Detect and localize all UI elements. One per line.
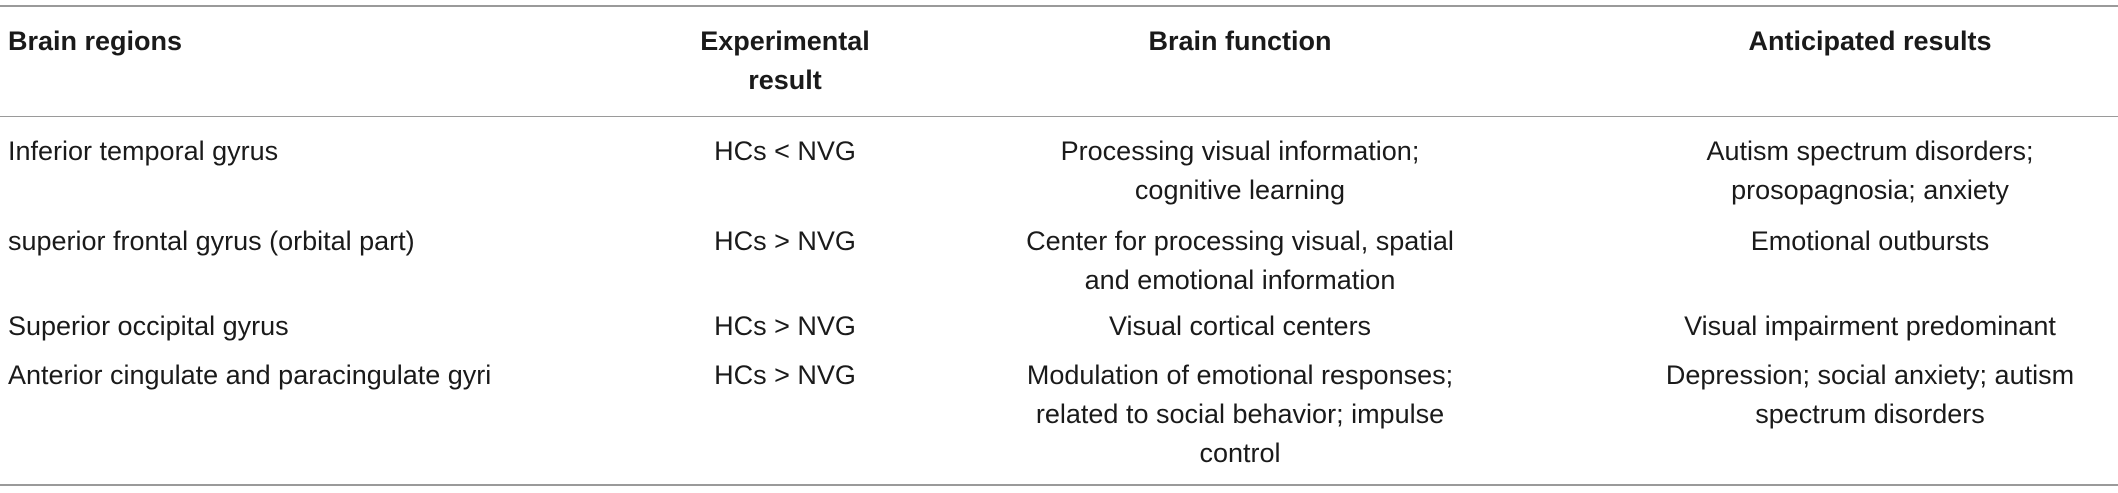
table-bottom-rule <box>0 484 2118 486</box>
row-2-result: HCs > NVG <box>714 226 856 256</box>
row-1-result: HCs < NVG <box>714 136 856 166</box>
row-4-function: Modulation of emotional responses; relat… <box>1026 360 1454 468</box>
table-top-rule <box>0 5 2118 7</box>
header-anticipated-results: Anticipated results <box>1748 26 1992 56</box>
row-3-region: Superior occipital gyrus <box>8 311 289 341</box>
row-2-function: Center for processing visual, spatial an… <box>1026 226 1454 295</box>
row-3-result: HCs > NVG <box>714 311 856 341</box>
header-experimental-result: Experimental result <box>700 26 870 95</box>
row-1-region: Inferior temporal gyrus <box>8 136 279 166</box>
row-2-region: superior frontal gyrus (orbital part) <box>8 226 415 256</box>
header-brain-function: Brain function <box>1148 26 1332 56</box>
row-1-anticipated: Autism spectrum disorders; prosopagnosia… <box>1706 136 2034 205</box>
row-1-function: Processing visual information; cognitive… <box>1060 136 1420 205</box>
header-brain-regions: Brain regions <box>8 26 183 56</box>
header-divider-rule <box>0 116 2118 117</box>
row-4-result: HCs > NVG <box>714 360 856 390</box>
row-3-anticipated: Visual impairment predominant <box>1684 311 2056 341</box>
row-3-function: Visual cortical centers <box>1108 311 1372 341</box>
row-4-region: Anterior cingulate and paracingulate gyr… <box>8 360 492 390</box>
row-4-anticipated: Depression; social anxiety; autism spect… <box>1665 360 2075 429</box>
row-2-anticipated: Emotional outbursts <box>1750 226 1990 256</box>
